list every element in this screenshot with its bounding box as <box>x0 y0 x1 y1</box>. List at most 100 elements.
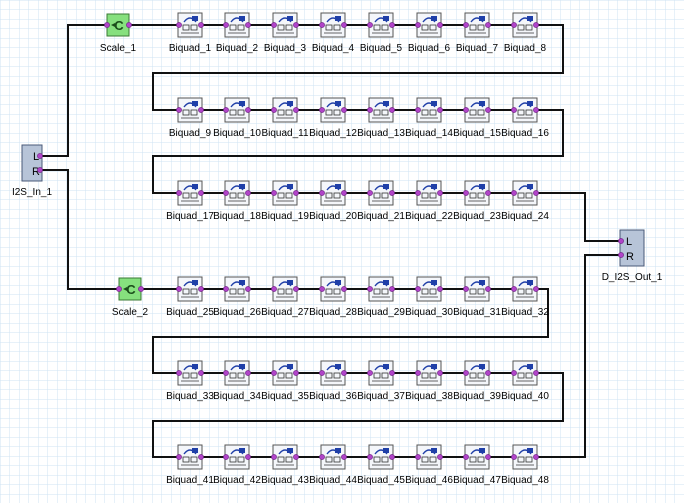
biquad-block[interactable]: Biquad_1 <box>169 12 212 54</box>
block-label: D_I2S_Out_1 <box>602 272 663 283</box>
pin-dot <box>437 454 443 460</box>
biquad-block[interactable]: Biquad_31 <box>453 276 501 318</box>
biquad-block[interactable]: Biquad_28 <box>309 276 357 318</box>
biquad-cell-icon <box>373 456 381 463</box>
biquad-block[interactable]: Biquad_41 <box>166 444 214 486</box>
biquad-block[interactable]: Biquad_29 <box>357 276 405 318</box>
biquad-block[interactable]: Biquad_26 <box>213 276 261 318</box>
biquad-block[interactable]: Biquad_16 <box>501 97 549 139</box>
biquad-flag-icon <box>192 184 198 189</box>
pin-dot <box>437 370 443 376</box>
biquad-block[interactable]: Biquad_18 <box>213 180 261 222</box>
biquad-block[interactable]: Biquad_37 <box>357 360 405 402</box>
block-label: Biquad_39 <box>453 391 501 402</box>
biquad-block[interactable]: Biquad_33 <box>166 360 214 402</box>
biquad-block[interactable]: Biquad_27 <box>261 276 309 318</box>
biquad-block[interactable]: Biquad_20 <box>309 180 357 222</box>
biquad-cell-icon <box>229 372 237 379</box>
pin-dot <box>437 22 443 28</box>
biquad-cell-icon <box>525 24 533 31</box>
biquad-cell-icon <box>477 288 485 295</box>
pin-dot <box>198 370 204 376</box>
biquad-block[interactable]: Biquad_35 <box>261 360 309 402</box>
block-label: Biquad_16 <box>501 128 549 139</box>
biquad-block[interactable]: Biquad_34 <box>213 360 261 402</box>
biquad-block[interactable]: Biquad_15 <box>453 97 501 139</box>
biquad-block[interactable]: Biquad_36 <box>309 360 357 402</box>
biquad-block[interactable]: Biquad_47 <box>453 444 501 486</box>
pin-dot <box>198 190 204 196</box>
biquad-block[interactable]: Biquad_5 <box>360 12 403 54</box>
biquad-block[interactable]: Biquad_12 <box>309 97 357 139</box>
block-label: Biquad_10 <box>213 128 261 139</box>
pin-dot <box>511 190 517 196</box>
pin-dot <box>223 370 229 376</box>
biquad-block[interactable]: Biquad_8 <box>504 12 547 54</box>
biquad-cell-icon <box>469 456 477 463</box>
pin-dot <box>511 22 517 28</box>
pin-dot <box>533 454 539 460</box>
block-label: Biquad_19 <box>261 211 309 222</box>
biquad-block[interactable]: Biquad_44 <box>309 444 357 486</box>
biquad-block[interactable]: Biquad_42 <box>213 444 261 486</box>
biquad-block[interactable]: Biquad_38 <box>405 360 453 402</box>
biquad-block[interactable]: Biquad_4 <box>312 12 355 54</box>
block-label: Biquad_37 <box>357 391 405 402</box>
pin-dot <box>176 190 182 196</box>
biquad-block[interactable]: Biquad_22 <box>405 180 453 222</box>
biquad-block[interactable]: Biquad_2 <box>216 12 259 54</box>
pin-dot <box>437 190 443 196</box>
pin-dot <box>341 190 347 196</box>
biquad-block[interactable]: Biquad_32 <box>501 276 549 318</box>
biquad-block[interactable]: Biquad_7 <box>456 12 499 54</box>
biquad-block[interactable]: Biquad_13 <box>357 97 405 139</box>
pin-dot <box>271 286 277 292</box>
biquad-block[interactable]: Biquad_6 <box>408 12 451 54</box>
block-label: Biquad_48 <box>501 475 549 486</box>
biquad-block[interactable]: Biquad_11 <box>261 97 309 139</box>
biquad-block[interactable]: Biquad_9 <box>169 97 212 139</box>
biquad-cell-icon <box>237 24 245 31</box>
pin-dot <box>319 286 325 292</box>
biquad-block[interactable]: Biquad_30 <box>405 276 453 318</box>
biquad-block[interactable]: Biquad_21 <box>357 180 405 222</box>
pin-dot <box>319 22 325 28</box>
biquad-cell-icon <box>421 456 429 463</box>
pin-dot <box>415 190 421 196</box>
biquad-cell-icon <box>421 288 429 295</box>
block-label: Biquad_3 <box>264 43 307 54</box>
biquad-block[interactable]: Biquad_14 <box>405 97 453 139</box>
biquad-cell-icon <box>182 288 190 295</box>
io-block-output[interactable]: LRD_I2S_Out_1 <box>602 229 663 283</box>
pin-dot <box>198 286 204 292</box>
biquad-block[interactable]: Biquad_46 <box>405 444 453 486</box>
biquad-flag-icon <box>431 280 437 285</box>
pin-dot <box>367 107 373 113</box>
biquad-block[interactable]: Biquad_43 <box>261 444 309 486</box>
pin-dot <box>511 454 517 460</box>
biquad-cell-icon <box>229 24 237 31</box>
biquad-block[interactable]: Biquad_48 <box>501 444 549 486</box>
biquad-flag-icon <box>527 184 533 189</box>
biquad-block[interactable]: Biquad_19 <box>261 180 309 222</box>
biquad-block[interactable]: Biquad_17 <box>166 180 214 222</box>
pin-dot <box>319 370 325 376</box>
biquad-block[interactable]: Biquad_24 <box>501 180 549 222</box>
biquad-cell-icon <box>285 456 293 463</box>
biquad-block[interactable]: Biquad_45 <box>357 444 405 486</box>
block-label: Biquad_29 <box>357 307 405 318</box>
biquad-block[interactable]: Biquad_25 <box>166 276 214 318</box>
biquad-block[interactable]: Biquad_39 <box>453 360 501 402</box>
block-label: Biquad_18 <box>213 211 261 222</box>
biquad-block[interactable]: Biquad_3 <box>264 12 307 54</box>
block-label: Scale_2 <box>112 307 149 318</box>
biquad-block[interactable]: Biquad_23 <box>453 180 501 222</box>
biquad-block[interactable]: Biquad_40 <box>501 360 549 402</box>
biquad-cell-icon <box>325 456 333 463</box>
biquad-block[interactable]: Biquad_10 <box>213 97 261 139</box>
pin-dot <box>367 370 373 376</box>
pin-dot <box>245 454 251 460</box>
